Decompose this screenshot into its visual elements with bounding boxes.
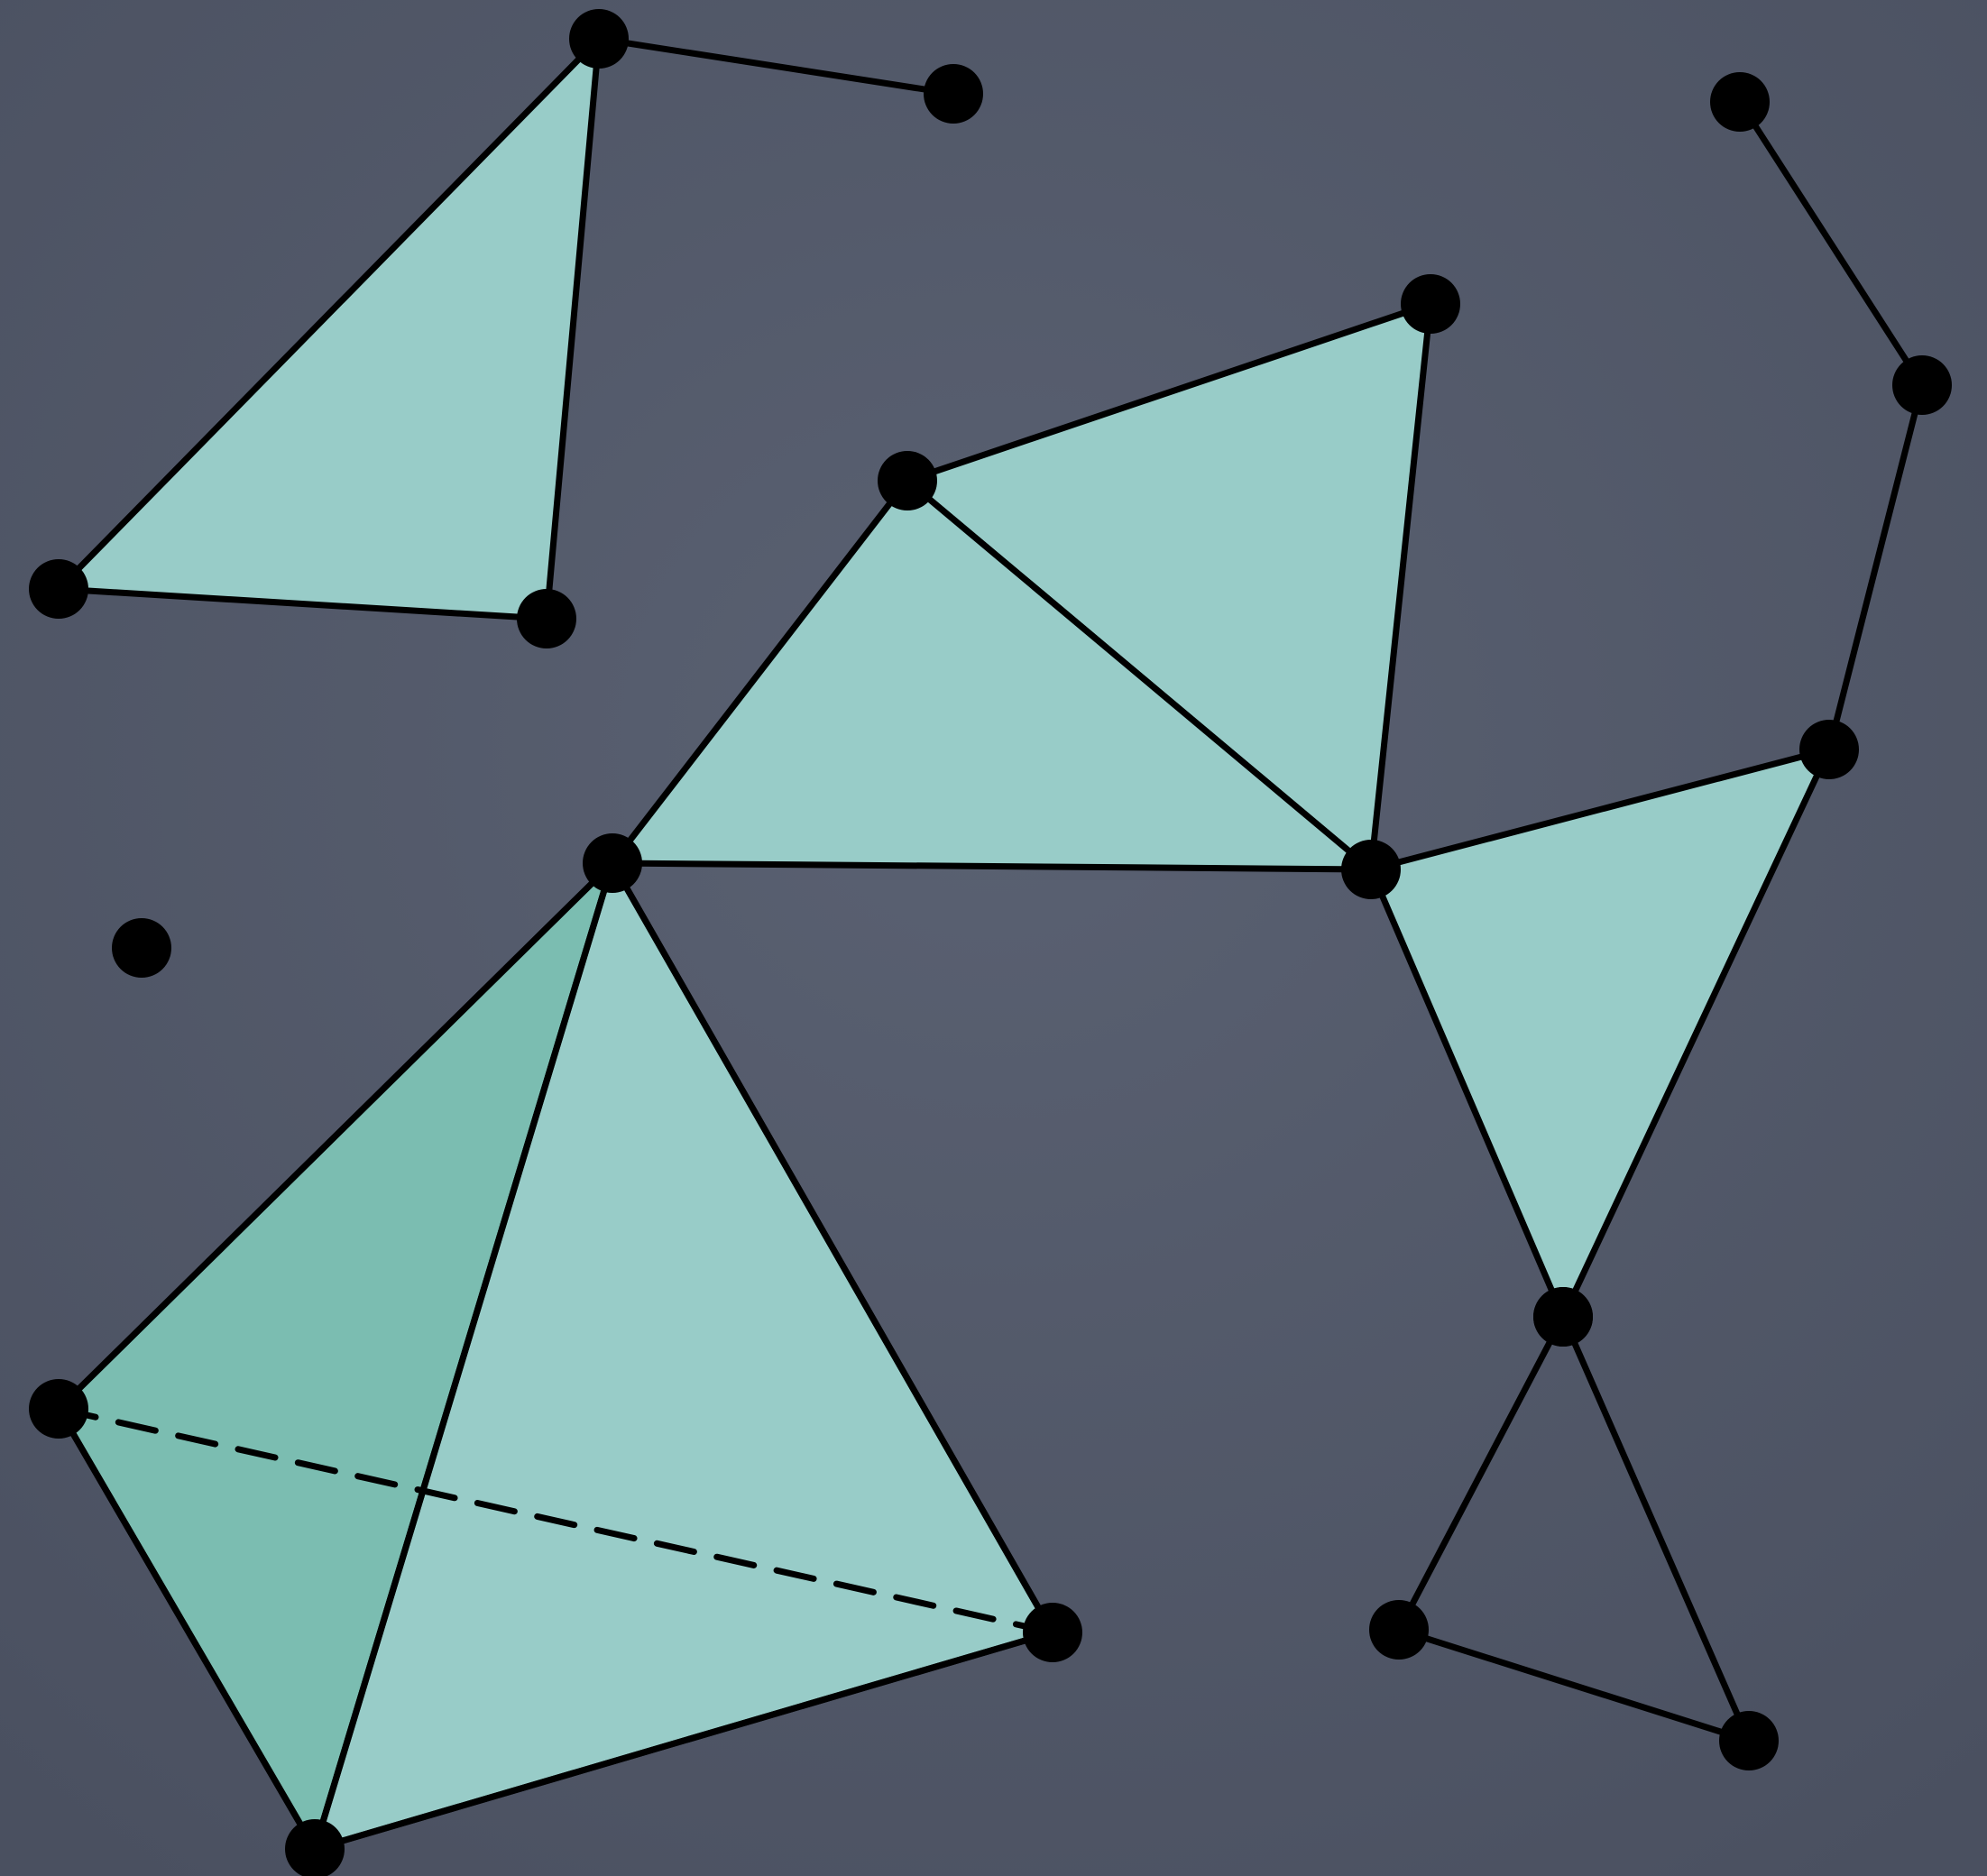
vertex: [285, 1819, 345, 1876]
isolated-vertex: [112, 918, 171, 978]
vertex: [583, 833, 642, 893]
vertex: [1401, 274, 1460, 334]
vertex: [1710, 72, 1770, 132]
vertex: [1341, 840, 1401, 899]
vertex: [517, 589, 576, 648]
vertex: [878, 451, 937, 510]
vertex: [1719, 1711, 1779, 1770]
vertex: [1892, 355, 1952, 415]
vertex: [1369, 1600, 1429, 1660]
vertex: [569, 9, 629, 69]
vertex: [29, 1379, 88, 1439]
vertex: [1023, 1603, 1082, 1662]
vertex: [1533, 1287, 1593, 1347]
vertex: [924, 64, 983, 124]
vertex: [1799, 720, 1859, 779]
vertex: [29, 559, 88, 619]
